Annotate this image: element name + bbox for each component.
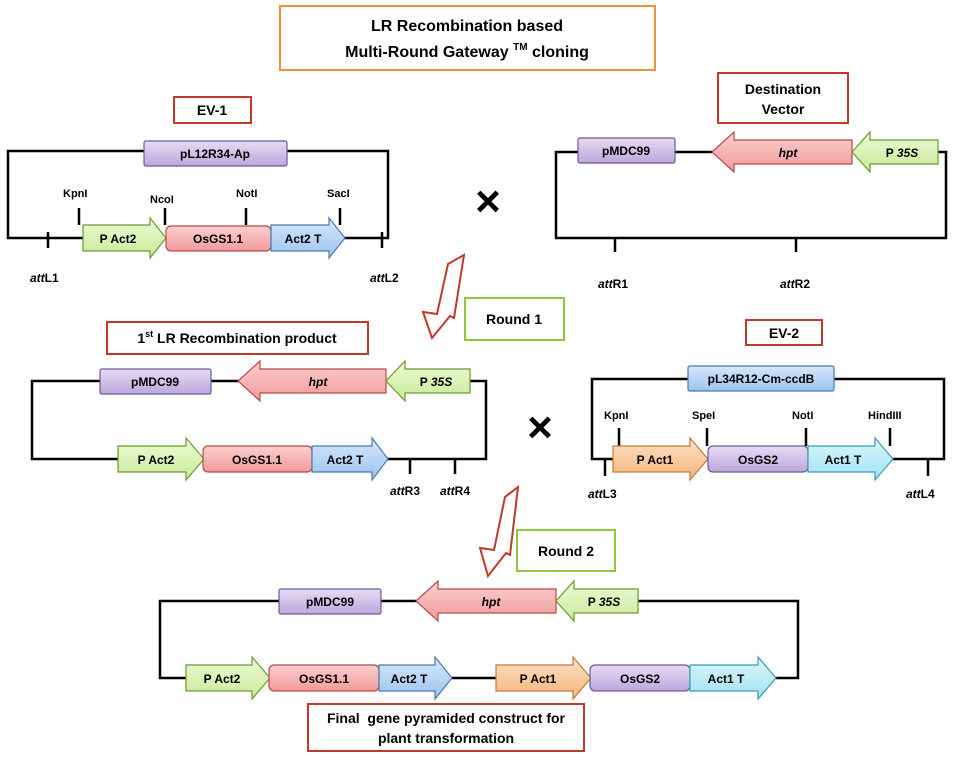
dest-label-line1: Destination: [745, 81, 821, 97]
product1-act2t-label: Act2 T: [327, 453, 364, 467]
dest-pmdc99-label: pMDC99: [602, 144, 650, 158]
ev2-site-kpni: KpnI: [604, 410, 628, 422]
dest-attr2: attR2: [780, 277, 810, 291]
final-osgs2-label: OsGS2: [620, 672, 660, 686]
product1-attr3: attR3: [390, 484, 420, 498]
product1-pact2-label: P Act2: [138, 453, 175, 467]
ev2-osgs2-label: OsGS2: [738, 453, 778, 467]
cross-symbol-2: ×: [527, 403, 553, 452]
ev1-backbone-box: [143, 140, 288, 167]
ev1-site-noti: NotI: [236, 188, 257, 200]
title-line2: Multi-Round Gateway TM cloning: [345, 42, 589, 61]
final-pact2-arrow: [185, 655, 271, 701]
dest-plasmid-backbone: [554, 150, 948, 240]
ev1-label-box: [173, 96, 252, 124]
dest-label-box: [717, 72, 849, 124]
dest-p35s-arrow: [851, 130, 939, 174]
final-pact2-label: P Act2: [204, 672, 241, 686]
dest-hpt-label: hpt: [779, 146, 799, 160]
final-p35s-arrow: [555, 579, 639, 623]
ev2-label-box: [745, 319, 823, 346]
ev2-backbone-label: pL34R12-Cm-ccdB: [708, 372, 815, 386]
final-act1t-label: Act1 T: [708, 672, 745, 686]
dest-attr1: attR1: [598, 277, 628, 291]
product1-attr4: attR4: [440, 484, 470, 498]
ev2-site-hindiii: HindIII: [868, 410, 902, 422]
final-label-line1: Final gene pyramided construct for: [327, 710, 566, 726]
ev2-label: EV-2: [769, 325, 800, 341]
ev1-site-kpni: KpnI: [63, 188, 87, 200]
round2-label: Round 2: [538, 543, 594, 559]
dest-pmdc99-box: [577, 137, 676, 164]
final-p35s-label: P 35S: [588, 595, 620, 609]
round1-label: Round 1: [486, 311, 542, 327]
product1-pact2-arrow: [117, 436, 205, 482]
ev2-act1t-arrow: [807, 436, 894, 482]
ev2-backbone-box: [687, 365, 835, 392]
product1-osgs11-label: OsGS1.1: [232, 453, 282, 467]
round2-box: [516, 529, 616, 572]
ev1-site-saci: SacI: [327, 188, 350, 200]
product1-act2t-arrow: [311, 436, 389, 482]
final-label-line2: plant transformation: [378, 730, 514, 746]
round1-arrow: [421, 253, 466, 341]
ev1-osgs11-label: OsGS1.1: [193, 232, 243, 246]
ev2-attl4: attL4: [906, 487, 935, 501]
ev2-attl3: attL3: [588, 487, 617, 501]
ev2-site-spei: SpeI: [692, 410, 715, 422]
final-osgs11-label: OsGS1.1: [299, 672, 349, 686]
ev1-attl1: attL1: [30, 271, 59, 285]
ev1-act2t-label: Act2 T: [285, 232, 322, 246]
final-label-box: [307, 703, 585, 752]
ev2-act1t-label: Act1 T: [825, 453, 862, 467]
cross-symbol-1: ×: [475, 177, 501, 226]
final-act2t-arrow: [378, 655, 453, 701]
product1-pmdc99-box: [99, 368, 212, 395]
ev1-pact2-label: P Act2: [100, 232, 137, 246]
final-pmdc99-label: pMDC99: [306, 595, 354, 609]
ev2-pact1-arrow: [612, 436, 709, 482]
final-pact1-arrow: [495, 655, 592, 701]
product1-hpt-arrow: [237, 359, 387, 403]
dest-label-line2: Vector: [762, 101, 805, 117]
dest-p35s-label: P 35S: [886, 146, 918, 160]
title-box: [279, 5, 656, 71]
ev2-site-noti: NotI: [792, 410, 813, 422]
ev1-backbone-label: pL12R34-Ap: [180, 147, 250, 161]
product1-pmdc99-label: pMDC99: [131, 375, 179, 389]
ev1-pact2-arrow: [82, 216, 167, 260]
product1-label: 1st LR Recombination product: [137, 329, 337, 346]
round1-box: [464, 297, 565, 341]
dest-hpt-arrow: [711, 130, 853, 174]
final-act2t-label: Act2 T: [391, 672, 428, 686]
ev2-pact1-label: P Act1: [637, 453, 674, 467]
product1-hpt-label: hpt: [309, 375, 329, 389]
final-pact1-label: P Act1: [520, 672, 557, 686]
ev1-attl2: attL2: [370, 271, 399, 285]
round2-arrow: [478, 484, 520, 579]
product1-label-box: [106, 321, 369, 355]
final-act1t-arrow: [689, 655, 777, 701]
product1-p35s-arrow: [385, 359, 471, 403]
final-hpt-label: hpt: [482, 595, 502, 609]
title-line1: LR Recombination based: [371, 18, 563, 35]
ev1-site-ncoi: NcoI: [150, 194, 174, 206]
final-hpt-arrow: [415, 579, 557, 623]
ev1-label: EV-1: [197, 102, 228, 118]
final-pmdc99-box: [278, 588, 382, 615]
product1-p35s-label: P 35S: [420, 375, 452, 389]
ev1-act2t-arrow: [270, 216, 346, 260]
